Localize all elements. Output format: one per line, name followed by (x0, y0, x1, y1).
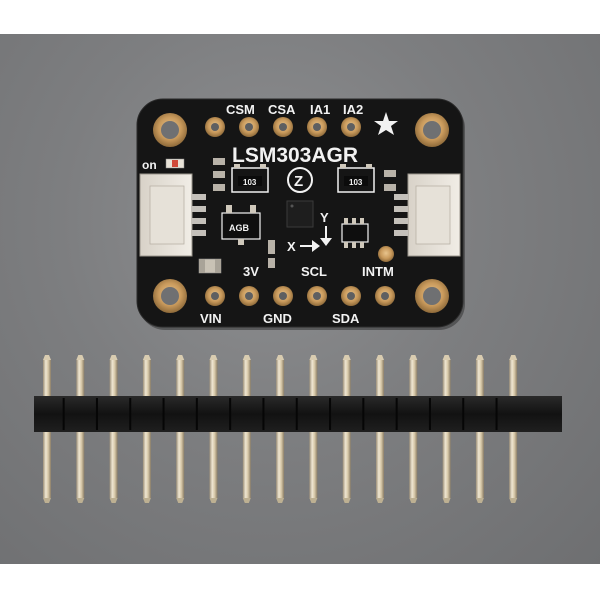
axis-x-arrow-icon (312, 240, 320, 252)
logo-letter: Z (294, 173, 303, 190)
mounting-hole-bottom-right (415, 279, 449, 313)
header-pin (428, 355, 451, 503)
pin-label-csa: CSA (268, 102, 296, 117)
top-pin-pads (205, 117, 361, 137)
axis-y-arrow-icon (320, 238, 332, 246)
mounting-hole-top-right (415, 113, 449, 147)
pin-header-strip (34, 355, 562, 503)
header-pin (95, 355, 118, 503)
header-pin (129, 355, 151, 503)
header-pin (462, 355, 484, 503)
power-led-label: on (142, 158, 157, 172)
pin-label-intm: INTM (362, 264, 394, 279)
axis-y-label: Y (320, 210, 329, 225)
mounting-hole-bottom-left (153, 279, 187, 313)
axis-x-label: X (287, 239, 296, 254)
header-pin (329, 355, 351, 503)
header-pin (195, 355, 218, 503)
logo-icon: Z (287, 167, 313, 193)
header-pin (162, 355, 185, 503)
qwiic-connector-left (139, 173, 206, 257)
pin-label-sda: SDA (332, 311, 360, 326)
pin-label-gnd: GND (263, 311, 292, 326)
board-name: LSM303AGR (232, 144, 358, 167)
mounting-hole-top-left (153, 113, 187, 147)
voltage-regulator: AGB (221, 205, 261, 245)
header-pin (495, 355, 518, 503)
header-pin (229, 355, 251, 503)
pin-label-vin: VIN (200, 311, 222, 326)
resistor-left-mark: 103 (243, 178, 257, 187)
header-pin (295, 355, 318, 503)
header-pin (395, 355, 418, 503)
header-plastic-body (34, 396, 562, 432)
pin-label-ia1: IA1 (310, 102, 330, 117)
pin-label-ia2: IA2 (343, 102, 363, 117)
star-logo-icon (374, 112, 398, 135)
resistor-left: 103 (231, 164, 269, 193)
sensor-chip (286, 200, 314, 228)
resistor-right-mark: 103 (349, 178, 363, 187)
level-shifter-chip (341, 218, 369, 248)
pin-label-csm: CSM (226, 102, 255, 117)
bottom-pin-pads (205, 286, 395, 306)
header-pin (362, 355, 384, 503)
breakout-board: CSM CSA IA1 IA2 LSM303AGR on (136, 98, 465, 330)
pin-label-scl: SCL (301, 264, 327, 279)
resistor-right: 103 (337, 164, 375, 193)
int-pad (378, 246, 394, 262)
regulator-mark: AGB (229, 223, 250, 233)
header-pin (62, 355, 85, 503)
pin-label-3v: 3V (243, 264, 259, 279)
header-pin (262, 355, 285, 503)
header-pin (43, 355, 51, 503)
qwiic-connector-right (394, 173, 461, 257)
